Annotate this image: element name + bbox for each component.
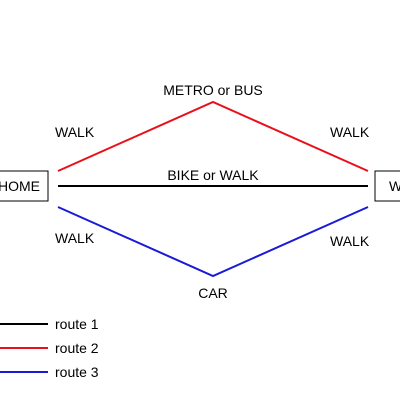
bottom-segment-label: CAR [198,285,228,301]
home-node-label: HOME [0,178,40,194]
middle-segment-label: BIKE or WALK [167,167,259,183]
legend: route 1 route 2 route 3 [0,316,99,380]
legend-label-route-1: route 1 [55,316,99,332]
legend-label-route-2: route 2 [55,340,99,356]
route-3-path [57,206,369,278]
top-right-walk-label: WALK [330,124,370,140]
top-segment-label: METRO or BUS [163,82,263,98]
bottom-right-walk-label: WALK [330,233,370,249]
bottom-left-walk-label: WALK [55,230,95,246]
work-node-box [374,170,400,202]
work-node-label: W [389,178,400,194]
legend-label-route-3: route 3 [55,364,99,380]
route-2-path [57,100,369,172]
home-node-box [0,170,49,202]
top-left-walk-label: WALK [55,124,95,140]
